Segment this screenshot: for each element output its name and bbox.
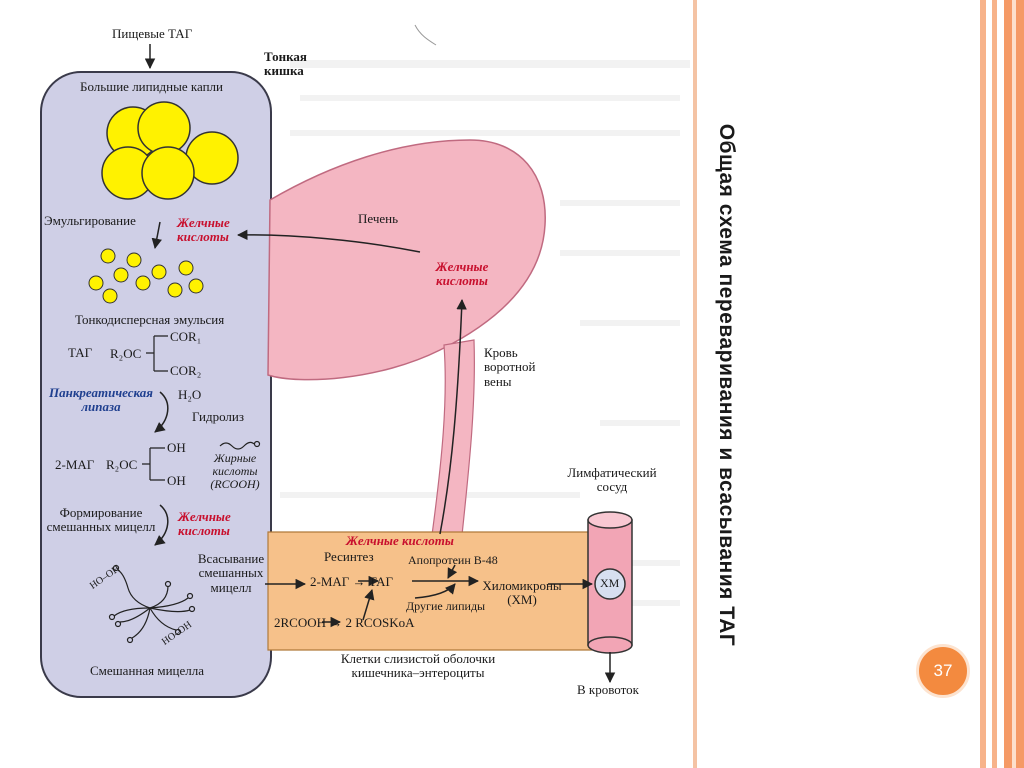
oh-label-2: OH bbox=[167, 473, 186, 488]
bile-acids-label-1: Желчные кислоты bbox=[177, 215, 230, 245]
micelle-formation-label: Формирование смешанных мицелл bbox=[46, 505, 156, 535]
apoprotein-label: Апопротеин В-48 bbox=[408, 553, 498, 567]
dietary-tag-label: Пищевые ТАГ bbox=[112, 26, 193, 41]
formula-lines bbox=[142, 335, 168, 481]
h2o-label: H₂O bbox=[178, 387, 202, 402]
chylomicrons-label: Хиломикроны (ХМ) bbox=[482, 578, 562, 608]
slide-title: Общая схема переваривания и всасывания Т… bbox=[697, 40, 755, 730]
large-lipid-drops bbox=[101, 101, 239, 200]
tag-label: ТАГ bbox=[68, 345, 93, 360]
lymph-vessel-label: Лимфатический сосуд bbox=[567, 465, 657, 495]
pancreatic-lipase-label: Панкреатическая липаза bbox=[48, 385, 153, 415]
oh-label-1: OH bbox=[167, 440, 186, 455]
resynthesis-label: Ресинтез bbox=[324, 549, 374, 564]
bile-acids-enterocyte-label: Желчные кислоты bbox=[346, 533, 454, 548]
fine-emulsion-label: Тонкодисперсная эмульсия bbox=[75, 312, 225, 327]
mag2-label: 2-МАГ bbox=[55, 457, 95, 472]
enterocytes-label: Клетки слизистой оболочки кишечника–энте… bbox=[340, 651, 496, 681]
emulsion-droplets bbox=[88, 248, 204, 304]
portal-blood-label: Кровь воротной вены bbox=[484, 345, 536, 389]
r2oc-label-2: R₂OC bbox=[106, 457, 138, 472]
to-blood-label: В кровоток bbox=[577, 682, 639, 697]
small-intestine bbox=[40, 71, 272, 698]
bile-acids-liver-label: Желчные кислоты bbox=[435, 259, 489, 289]
absorption-label: Всасывание смешанных мицелл bbox=[197, 551, 265, 595]
page-number-badge: 37 bbox=[916, 644, 970, 698]
rcooh-reaction-label: 2RCOOH → 2 RCOSKoA bbox=[274, 615, 415, 630]
xm-label: ХМ bbox=[600, 576, 620, 590]
liver-label: Печень bbox=[358, 211, 399, 226]
r2oc-label-1: R₂OC bbox=[110, 346, 142, 361]
emulsification-label: Эмульгирование bbox=[44, 213, 136, 228]
cor2-label: COR₂ bbox=[170, 363, 202, 378]
mixed-micelle-label: Смешанная мицелла bbox=[90, 663, 205, 678]
background-texture bbox=[280, 60, 690, 606]
liver-shape bbox=[267, 139, 546, 381]
fatty-acids-label: Жирные кислоты (RCOOH) bbox=[210, 451, 260, 492]
small-intestine-label: Тонкая кишка bbox=[264, 49, 307, 79]
slide-title-text: Общая схема переваривания и всасывания Т… bbox=[715, 123, 738, 647]
mag-to-tag-label: 2-МАГ → ТАГ bbox=[310, 574, 393, 589]
lymph-vessel bbox=[587, 511, 633, 654]
arrows bbox=[144, 44, 616, 684]
large-lipid-drops-label: Большие липидные капли bbox=[80, 79, 223, 94]
page-number: 37 bbox=[933, 661, 953, 680]
fatty-acid-squiggles bbox=[219, 440, 261, 450]
bile-acids-label-2: Желчные кислоты bbox=[178, 509, 231, 539]
cor1-label: COR₁ bbox=[170, 329, 202, 344]
other-lipids-label: Другие липиды bbox=[406, 599, 486, 613]
hydrolysis-label: Гидролиз bbox=[192, 409, 244, 424]
mixed-micelle bbox=[108, 564, 196, 644]
